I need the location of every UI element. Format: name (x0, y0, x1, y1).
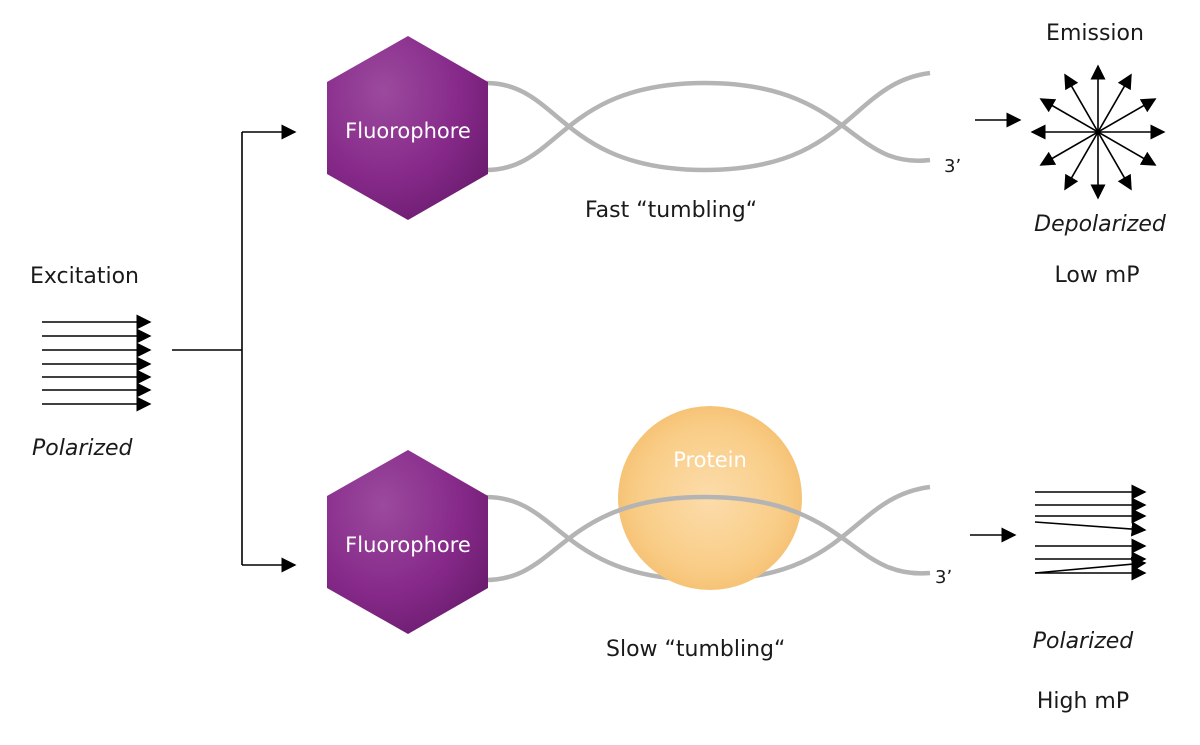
bottom-dna-strand-front (485, 494, 931, 583)
bottom-fluorophore-label: Fluorophore (345, 533, 471, 557)
bottom-mp-label: High mP (1037, 689, 1129, 714)
excitation-arrows (42, 314, 152, 412)
top-fluorophore-label: Fluorophore (345, 119, 471, 143)
excitation-state-label: Polarized (32, 436, 134, 461)
top-mp-label: Low mP (1054, 263, 1139, 288)
branch-connector (172, 124, 297, 573)
top-3-prime-label: 3ʼ (944, 156, 961, 177)
bottom-tumbling-label: Slow “tumbling“ (606, 637, 785, 662)
bottom-state-label: Polarized (1033, 629, 1135, 654)
emission-label: Emission (1046, 21, 1144, 46)
emission-ray (1039, 98, 1157, 166)
top-fluorophore-hexagon (327, 36, 488, 220)
top-state-label: Depolarized (1034, 212, 1167, 237)
depolarized-emission-star (1030, 64, 1166, 200)
polarized-emission-arrows (1034, 484, 1147, 581)
top-dna-strand (485, 70, 931, 173)
protein-label: Protein (673, 448, 747, 472)
excitation-label: Excitation (30, 264, 139, 289)
top-tumbling-label: Fast “tumbling“ (585, 198, 757, 223)
bottom-3-prime-label: 3ʼ (935, 567, 952, 588)
bottom-fluorophore-hexagon (327, 450, 488, 634)
